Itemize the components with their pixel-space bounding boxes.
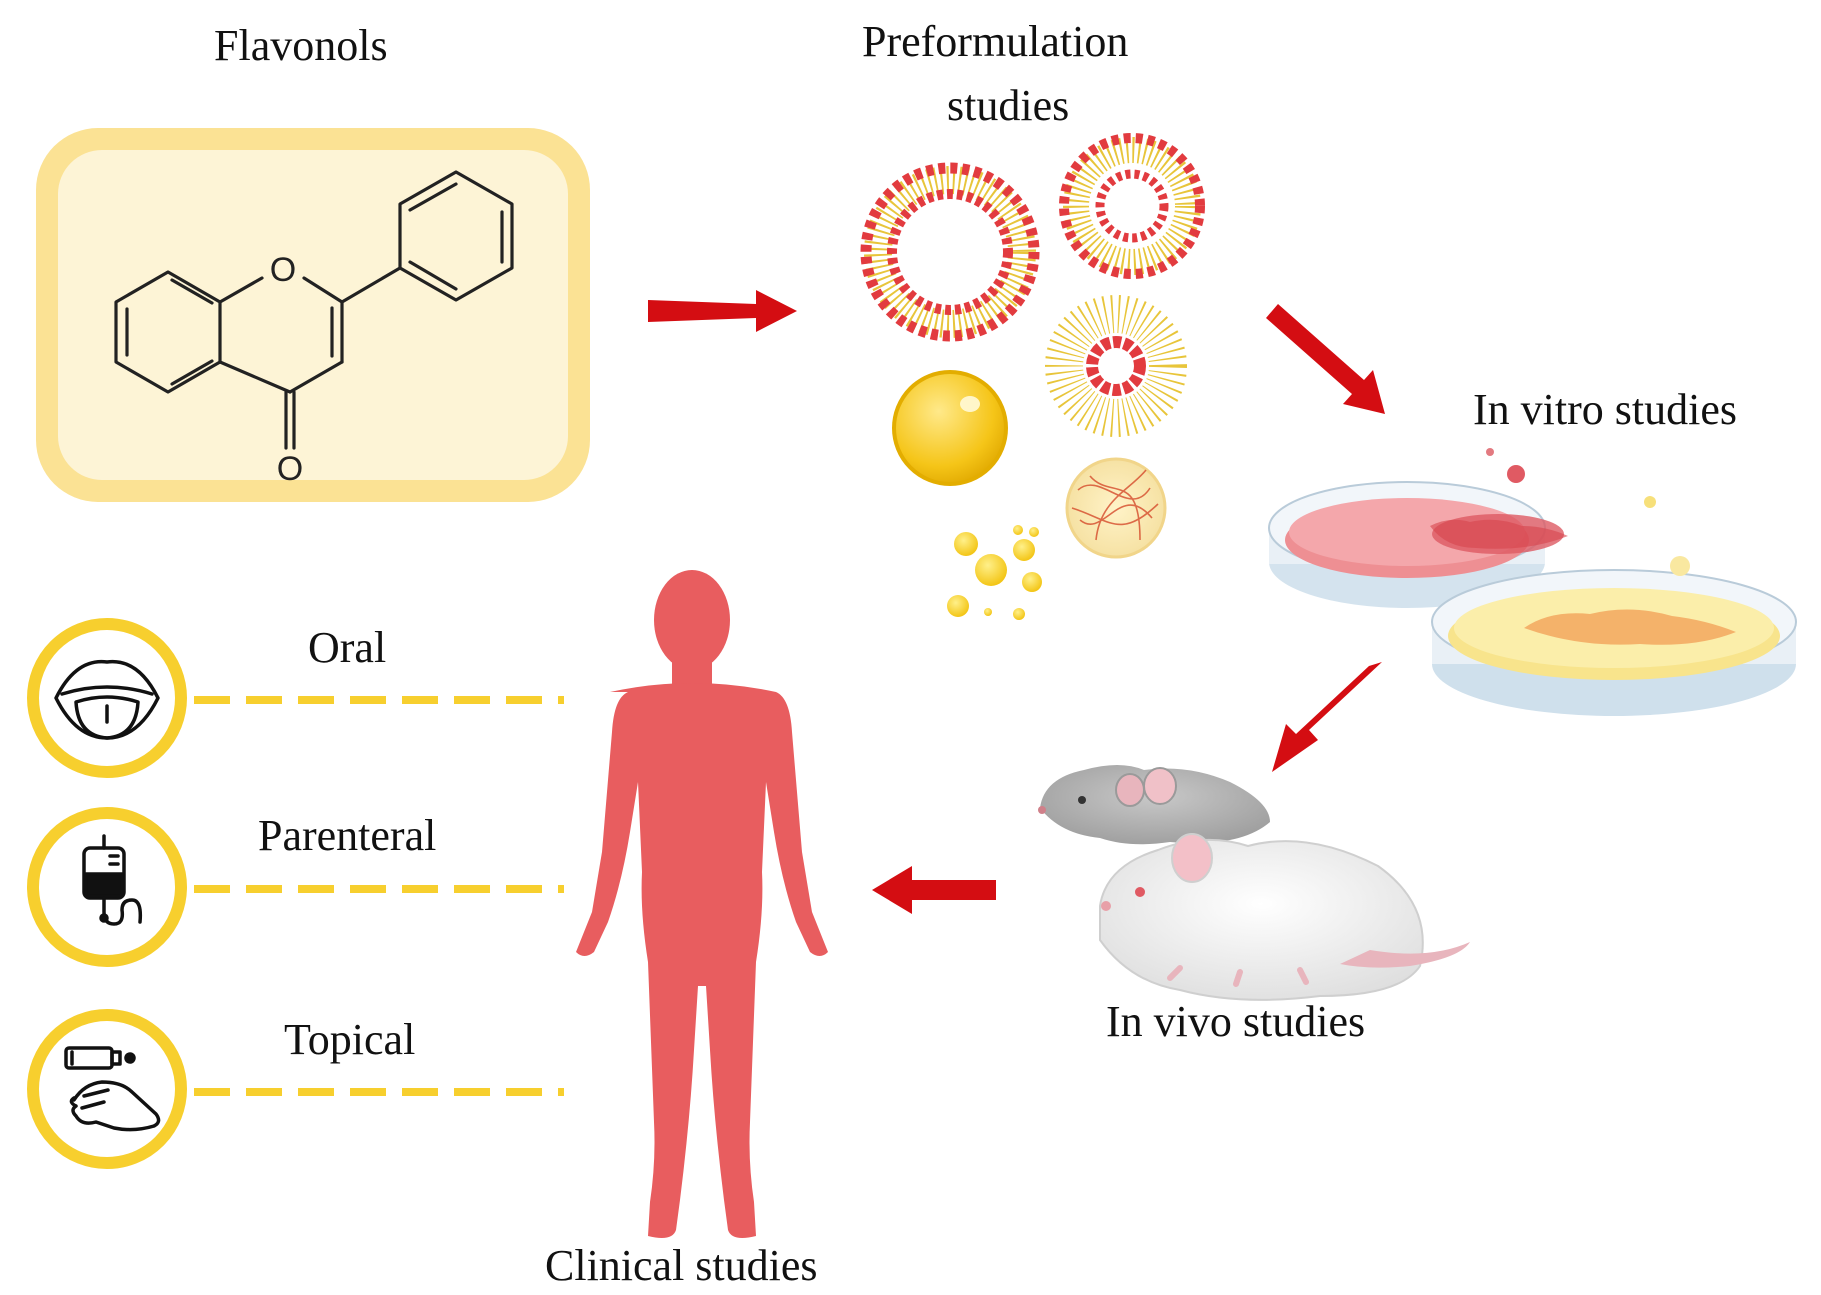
in-vitro-title: In vitro studies (1473, 385, 1737, 434)
process-arrows (648, 290, 1385, 914)
polymeric-nanoparticle (1065, 457, 1167, 559)
nanocarrier-cluster (860, 133, 1205, 620)
ring-oxygen-label: O (270, 251, 296, 289)
preformulation-title-line1: Preformulation (862, 17, 1129, 66)
nanodroplets (947, 525, 1042, 620)
ointment-tube-hand-icon (64, 1046, 161, 1132)
liposome-small (1059, 133, 1205, 279)
petri-dishes (1268, 448, 1797, 716)
human-figure (576, 570, 828, 1238)
mice (1038, 765, 1470, 1001)
arrow-preformulation-to-invitro (1266, 304, 1385, 414)
arrow-flavonols-to-preformulation (648, 290, 797, 332)
carbonyl-oxygen-label: O (277, 450, 303, 488)
iv-bag-icon (82, 834, 143, 926)
white-mouse (1099, 833, 1470, 1001)
in-vivo-title: In vivo studies (1106, 997, 1366, 1046)
grey-mouse (1038, 765, 1270, 845)
flavone-structure (114, 170, 514, 450)
flavonol-panel (36, 128, 590, 502)
route-label-oral: Oral (308, 623, 387, 672)
micelle (1045, 295, 1187, 437)
preformulation-title-line2: studies (947, 81, 1070, 130)
liposome-large (860, 162, 1040, 342)
petri-dish-yellow (1431, 556, 1797, 716)
mouth-tongue-icon (54, 659, 160, 740)
nanoemulsion-droplet (892, 370, 1008, 486)
petri-dish-red (1268, 448, 1656, 608)
route-label-topical: Topical (284, 1015, 416, 1064)
flavonols-title: Flavonols (214, 21, 388, 70)
arrow-invivo-to-clinical (872, 866, 996, 914)
route-connectors (194, 696, 564, 1096)
clinical-title: Clinical studies (545, 1241, 818, 1290)
arrow-invitro-to-invivo (1272, 662, 1382, 772)
route-label-parenteral: Parenteral (258, 811, 437, 860)
